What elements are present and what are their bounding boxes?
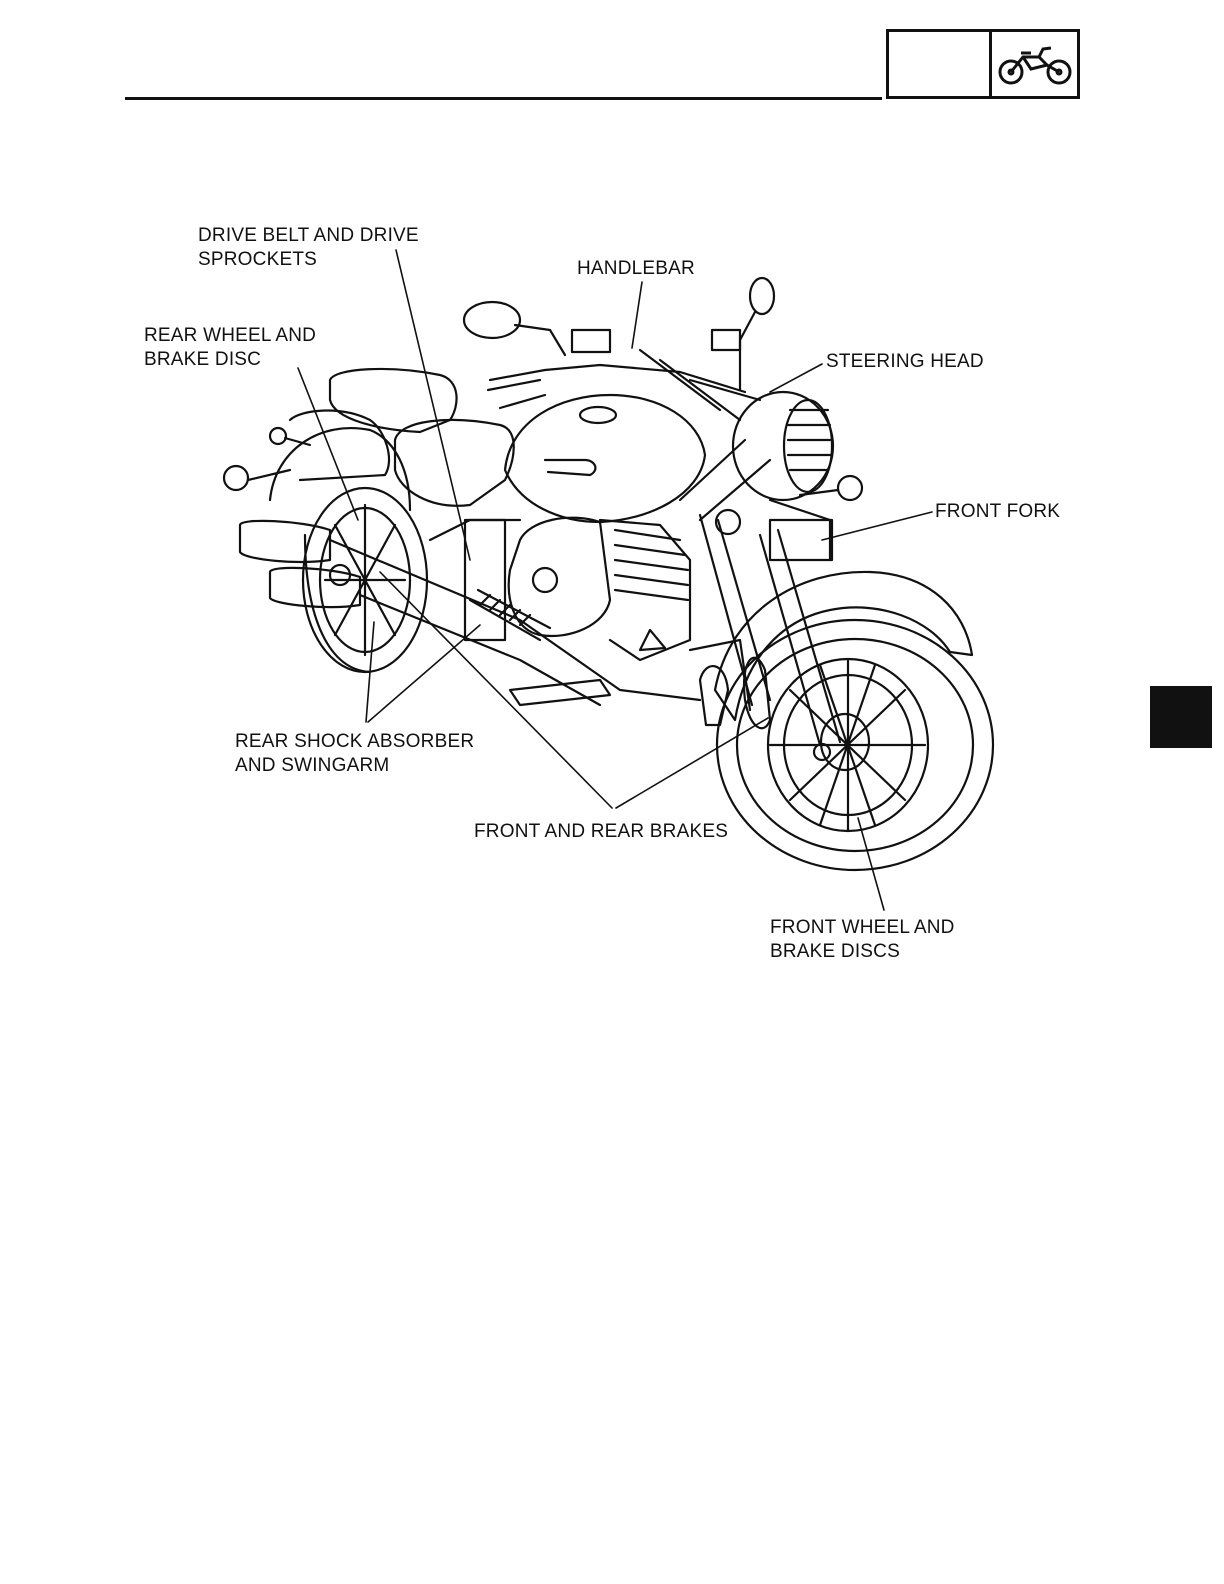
leader-front-wheel <box>858 818 884 910</box>
side-panel-drawing <box>700 666 728 725</box>
callout-rear-wheel: REAR WHEEL AND BRAKE DISC <box>144 324 316 372</box>
rear-wheel-drawing <box>270 411 427 672</box>
handlebar-drawing <box>464 278 774 420</box>
callout-handlebar: HANDLEBAR <box>577 257 695 281</box>
callout-rear-shock: REAR SHOCK ABSORBER AND SWINGARM <box>235 730 474 778</box>
seat-drawing <box>330 369 514 506</box>
callout-brakes: FRONT AND REAR BRAKES <box>474 820 728 844</box>
callout-steering-head: STEERING HEAD <box>826 350 984 374</box>
leader-handlebar <box>632 282 642 348</box>
callout-drive-belt: DRIVE BELT AND DRIVE SPROCKETS <box>198 224 419 272</box>
chapter-thumb-tab <box>1150 686 1212 748</box>
leader-front-fork <box>822 512 932 540</box>
callout-front-fork: FRONT FORK <box>935 500 1060 524</box>
rear-signal-drawing <box>224 428 310 490</box>
callout-front-wheel: FRONT WHEEL AND BRAKE DISCS <box>770 916 955 964</box>
headlight-drawing <box>716 392 862 534</box>
front-fork-drawing <box>700 500 840 745</box>
fuel-tank-drawing <box>505 395 705 522</box>
leader-brakes-2 <box>616 718 768 808</box>
leader-rear-shock-2 <box>368 625 480 722</box>
leader-steering-head <box>770 364 822 392</box>
